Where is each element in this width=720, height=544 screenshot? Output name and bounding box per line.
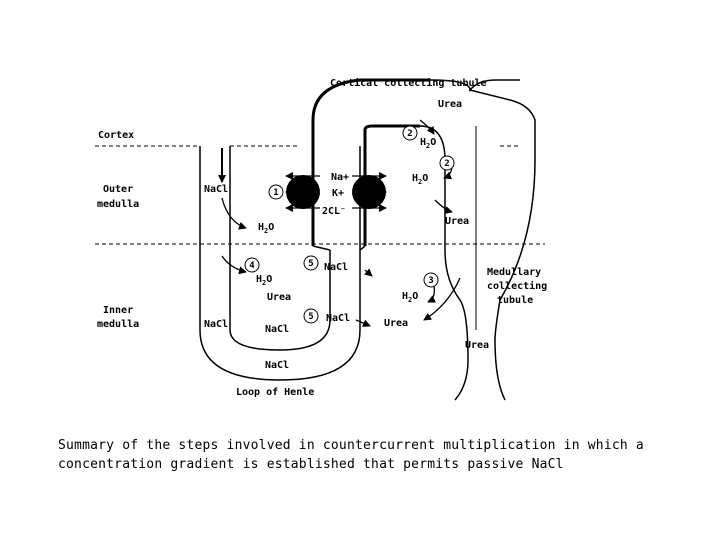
arrow-urea-inner — [423, 277, 461, 321]
label-nacl-outer: NaCl — [204, 184, 228, 195]
label-urea-outer: Urea — [445, 216, 469, 227]
flow-arrows — [218, 119, 461, 327]
label-cortical-collecting-tubule: Cortical collecting tubule — [330, 77, 487, 89]
label-h2o-inner: H2O — [256, 274, 272, 287]
region-label-inner: Inner — [103, 305, 133, 316]
label-na-plus: Na+ — [331, 172, 349, 183]
label-loop-of-henle: Loop of Henle — [236, 387, 314, 398]
label-urea-inner: Urea — [384, 318, 408, 329]
step-marker-2b — [439, 155, 455, 171]
region-boundaries — [95, 145, 545, 245]
thick-ascending-limb-inner — [363, 124, 420, 246]
step-marker-5a — [303, 255, 319, 271]
label-k-plus: K+ — [332, 188, 344, 199]
step-marker-5b — [303, 308, 319, 324]
loop-of-henle — [199, 78, 430, 381]
caption-line-2: concentration gradient is established th… — [58, 457, 564, 472]
thick-ascending-limb-outer — [311, 78, 430, 246]
step-marker-3 — [423, 272, 439, 288]
label-tubule: tubule — [497, 295, 533, 306]
figure-caption: Summary of the steps involved in counter… — [58, 436, 698, 474]
loop-outer-wall — [199, 146, 361, 381]
step-markers — [244, 125, 455, 324]
structure-labels: Cortical collecting tubule Medullary col… — [236, 77, 547, 398]
caption-line-1: Summary of the steps involved in counter… — [58, 438, 644, 453]
limb-junction-left — [312, 245, 331, 251]
arrow-h2o-inner — [221, 255, 247, 275]
step-marker-1 — [268, 184, 284, 200]
step-number: 3 — [428, 276, 433, 286]
step-number: 2 — [407, 129, 412, 139]
step-number: 5 — [308, 312, 313, 322]
limb-junction-right — [359, 245, 366, 251]
region-labels: Cortex Outer medulla Inner medulla — [97, 130, 139, 330]
label-nacl-step5-lower: NaCl — [326, 313, 350, 324]
label-urea-loop: Urea — [267, 292, 291, 303]
label-h2o-outer-duct: H2O — [412, 173, 428, 186]
step-marker-4 — [244, 257, 260, 273]
arrow-h2o-cortical — [419, 119, 435, 135]
step-numbers: 1 2 2 3 4 5 5 — [249, 129, 449, 322]
label-h2o-cortical: H2O — [420, 137, 436, 150]
label-collecting: collecting — [487, 280, 547, 292]
label-2cl-minus: 2CL⁻ — [322, 206, 346, 217]
ion-labels: Na+ K+ 2CL⁻ — [322, 172, 349, 217]
step-number: 2 — [444, 159, 449, 169]
medullary-tubule-left-wall — [444, 249, 469, 401]
region-label-cortex: Cortex — [98, 130, 134, 141]
step-marker-2a — [402, 125, 418, 141]
label-urea-duct: Urea — [465, 340, 489, 351]
step-number: 4 — [249, 261, 255, 271]
arrow-nacl-step5-upper — [364, 268, 373, 277]
medullary-tubule-right-wall — [469, 89, 536, 401]
arrow-nacl-outer — [221, 197, 247, 230]
step-number: 5 — [308, 259, 313, 269]
label-h2o-inner-duct: H2O — [402, 291, 418, 304]
substance-labels: NaCl NaCl NaCl NaCl NaCl NaCl Urea Urea … — [204, 99, 489, 371]
arrow-nacl-step5-lower — [355, 319, 371, 327]
label-medullary: Medullary — [487, 267, 541, 278]
label-urea-cortex: Urea — [438, 99, 462, 110]
arrow-urea-outer — [434, 199, 453, 214]
region-label-outer-medulla: medulla — [97, 199, 139, 210]
collecting-duct — [419, 79, 536, 401]
label-nacl-bottom: NaCl — [265, 360, 289, 371]
step-number: 1 — [273, 188, 278, 198]
arrow-h2o-inner-duct — [427, 285, 437, 303]
label-nacl-step5-upper: NaCl — [324, 262, 348, 273]
label-h2o-outer: H2O — [258, 222, 274, 235]
loop-inner-wall — [229, 146, 331, 351]
label-nacl-inner: NaCl — [204, 319, 228, 330]
label-nacl-loop: NaCl — [265, 324, 289, 335]
region-label-inner-medulla: medulla — [97, 319, 139, 330]
region-label-outer: Outer — [103, 184, 133, 195]
